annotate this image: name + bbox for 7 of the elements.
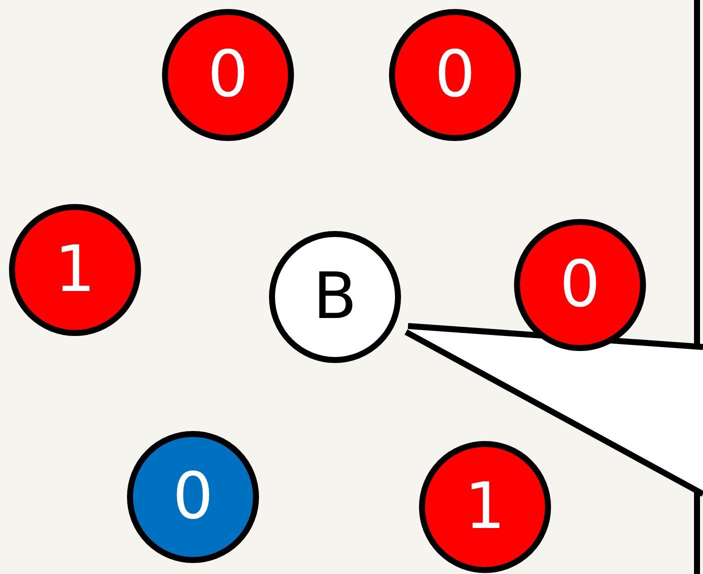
circle-label: 0 [434,43,476,107]
circle-label: 1 [54,238,96,302]
circle-label: 0 [172,465,214,529]
circle-label: B [313,265,357,329]
circle-label: 1 [464,475,506,539]
circle-label: 0 [560,253,600,317]
circle-label: 0 [208,43,248,107]
